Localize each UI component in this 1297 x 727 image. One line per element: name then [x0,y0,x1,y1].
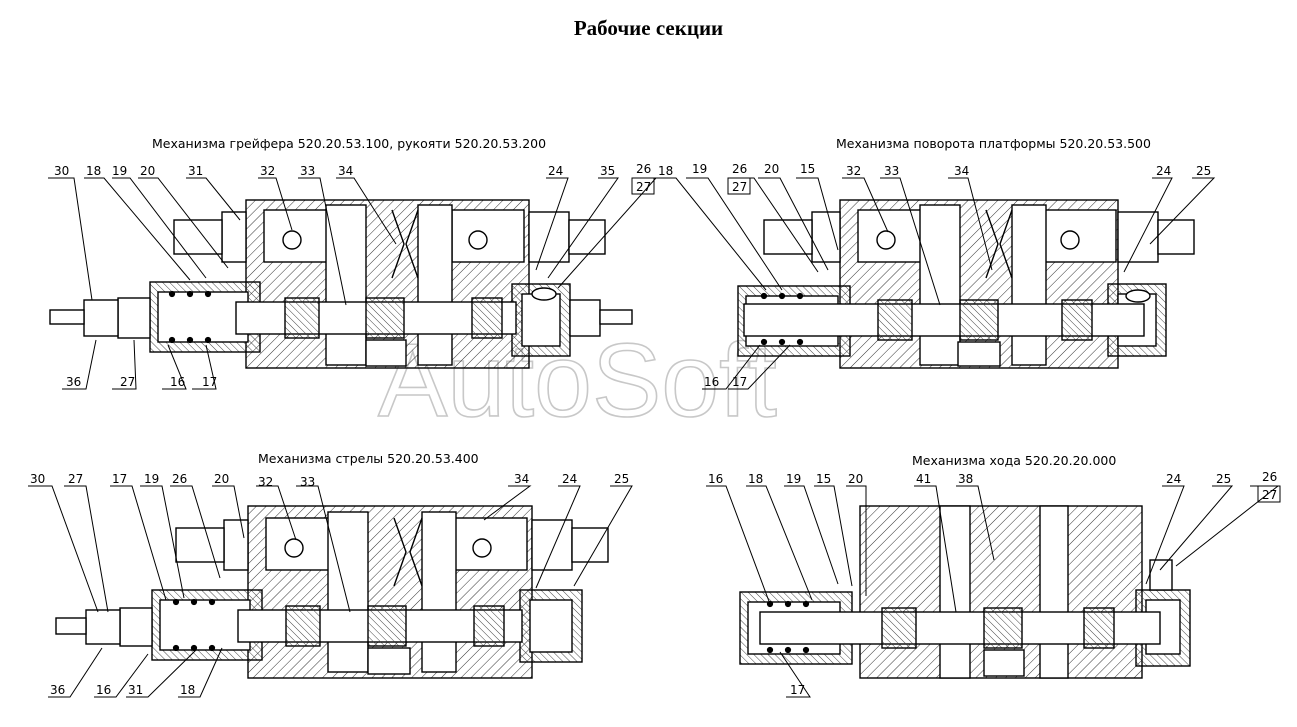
callout-label: 35 [600,164,615,178]
callout-label: 30 [54,164,69,178]
callout-label: 18 [180,683,195,697]
callout-label: 24 [548,164,563,178]
callout-label: 24 [1166,472,1181,486]
callout-label: 36 [66,375,81,389]
section-caption-boom: Механизма стрелы 520.20.53.400 [258,451,479,466]
callout-label: 20 [848,472,863,486]
callout-label: 26 [172,472,187,486]
section-caption-travel: Механизма хода 520.20.20.000 [912,453,1116,468]
callout-label: 27 [68,472,83,486]
callout-label: 19 [786,472,801,486]
callout-label: 18 [86,164,101,178]
callout-label: 20 [140,164,155,178]
callout-label: 27 [1262,488,1277,502]
callout-label: 18 [658,164,673,178]
callout-label: 27 [120,375,135,389]
callout-label: 26 [1262,470,1277,484]
callout-label: 24 [562,472,577,486]
callout-label: 17 [112,472,127,486]
callout-label: 25 [1196,164,1211,178]
callout-label: 33 [300,164,315,178]
callout-label: 41 [916,472,931,486]
callout-label: 20 [214,472,229,486]
callout-label: 31 [128,683,143,697]
callout-label: 15 [800,162,815,176]
callout-label: 15 [816,472,831,486]
callout-label: 16 [704,375,719,389]
callout-label: 19 [692,162,707,176]
section-caption-platform-rotation: Механизма поворота платформы 520.20.53.5… [836,136,1151,151]
callout-label: 26 [732,162,747,176]
callout-box [727,177,751,195]
callout-label: 34 [954,164,969,178]
callout-label: 31 [188,164,203,178]
valve-section-boom [55,505,609,679]
callout-label: 20 [764,162,779,176]
callout-label: 16 [708,472,723,486]
callout-label: 17 [790,683,805,697]
callout-label: 27 [732,180,747,194]
callout-label: 38 [958,472,973,486]
callout-label: 24 [1156,164,1171,178]
callout-label: 17 [732,375,747,389]
callout-label: 16 [170,375,185,389]
callout-box [1257,485,1281,503]
callout-label: 25 [1216,472,1231,486]
callout-label: 32 [260,164,275,178]
page-title: Рабочие секции [573,16,724,40]
callout-label: 19 [112,164,127,178]
valve-section-grapple-handle [49,199,633,369]
valve-section-platform-rotation [737,199,1195,369]
callout-label: 19 [144,472,159,486]
callout-label: 34 [338,164,353,178]
section-caption-grapple-handle: Механизма грейфера 520.20.53.100, рукоят… [152,136,546,151]
leader-lines [28,177,1280,698]
callout-label: 36 [50,683,65,697]
callout-label: 34 [514,472,529,486]
callout-label: 30 [30,472,45,486]
callout-label: 33 [884,164,899,178]
callout-label: 33 [300,475,315,489]
valve-section-travel [739,505,1191,679]
callout-box [631,177,655,195]
callout-label: 32 [846,164,861,178]
callout-label: 18 [748,472,763,486]
callout-label: 27 [636,180,651,194]
callout-label: 32 [258,475,273,489]
callout-label: 25 [614,472,629,486]
callout-label: 26 [636,162,651,176]
callout-label: 16 [96,683,111,697]
callout-label: 17 [202,375,217,389]
